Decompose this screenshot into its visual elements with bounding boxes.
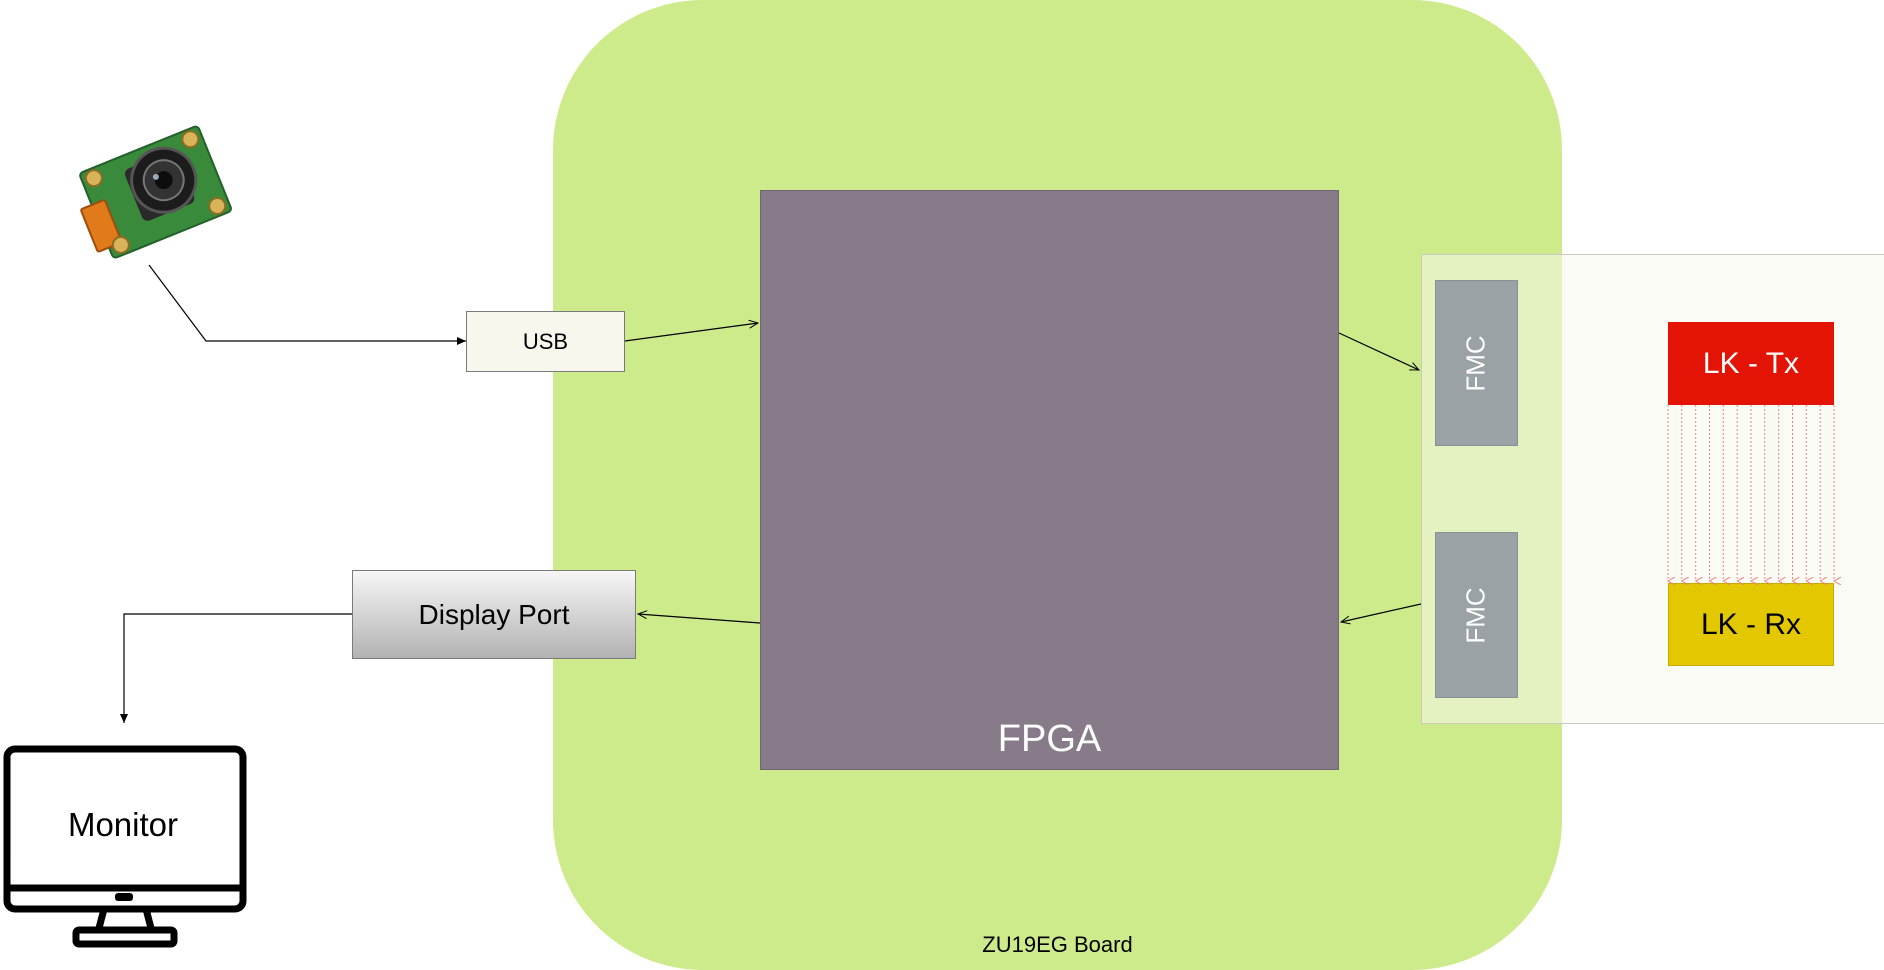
usb-block: USB [466, 311, 625, 372]
fpga-block [760, 190, 1339, 770]
lk-tx-block: LK - Tx [1668, 322, 1834, 405]
board-label: ZU19EG Board [982, 932, 1133, 957]
lk-link-lines [1668, 405, 1834, 581]
usb-label: USB [522, 328, 569, 354]
fmc-to-fpga-connector [1341, 603, 1422, 622]
display-port-block: Display Port [352, 570, 636, 659]
fmc-connector-bottom: FMC [1435, 532, 1518, 698]
lk-tx-label: LK - Tx [1702, 346, 1800, 380]
display-port-to-monitor-connector [120, 613, 352, 723]
lk-rx-block: LK - Rx [1668, 583, 1834, 666]
fpga-label: FPGA [997, 718, 1102, 760]
camera-module-icon [79, 125, 232, 259]
fmc-connector-top: FMC [1435, 280, 1518, 446]
fpga-to-display-port-connector [638, 614, 761, 624]
usb-to-fpga-connector [624, 323, 758, 342]
monitor-label: Monitor [67, 806, 179, 843]
monitor-icon [3, 745, 247, 948]
fpga-to-fmc-connector [1338, 332, 1419, 371]
display-port-label: Display Port [418, 598, 570, 630]
camera-to-usb-connector [148, 264, 466, 345]
lk-rx-label: LK - Rx [1700, 607, 1802, 641]
